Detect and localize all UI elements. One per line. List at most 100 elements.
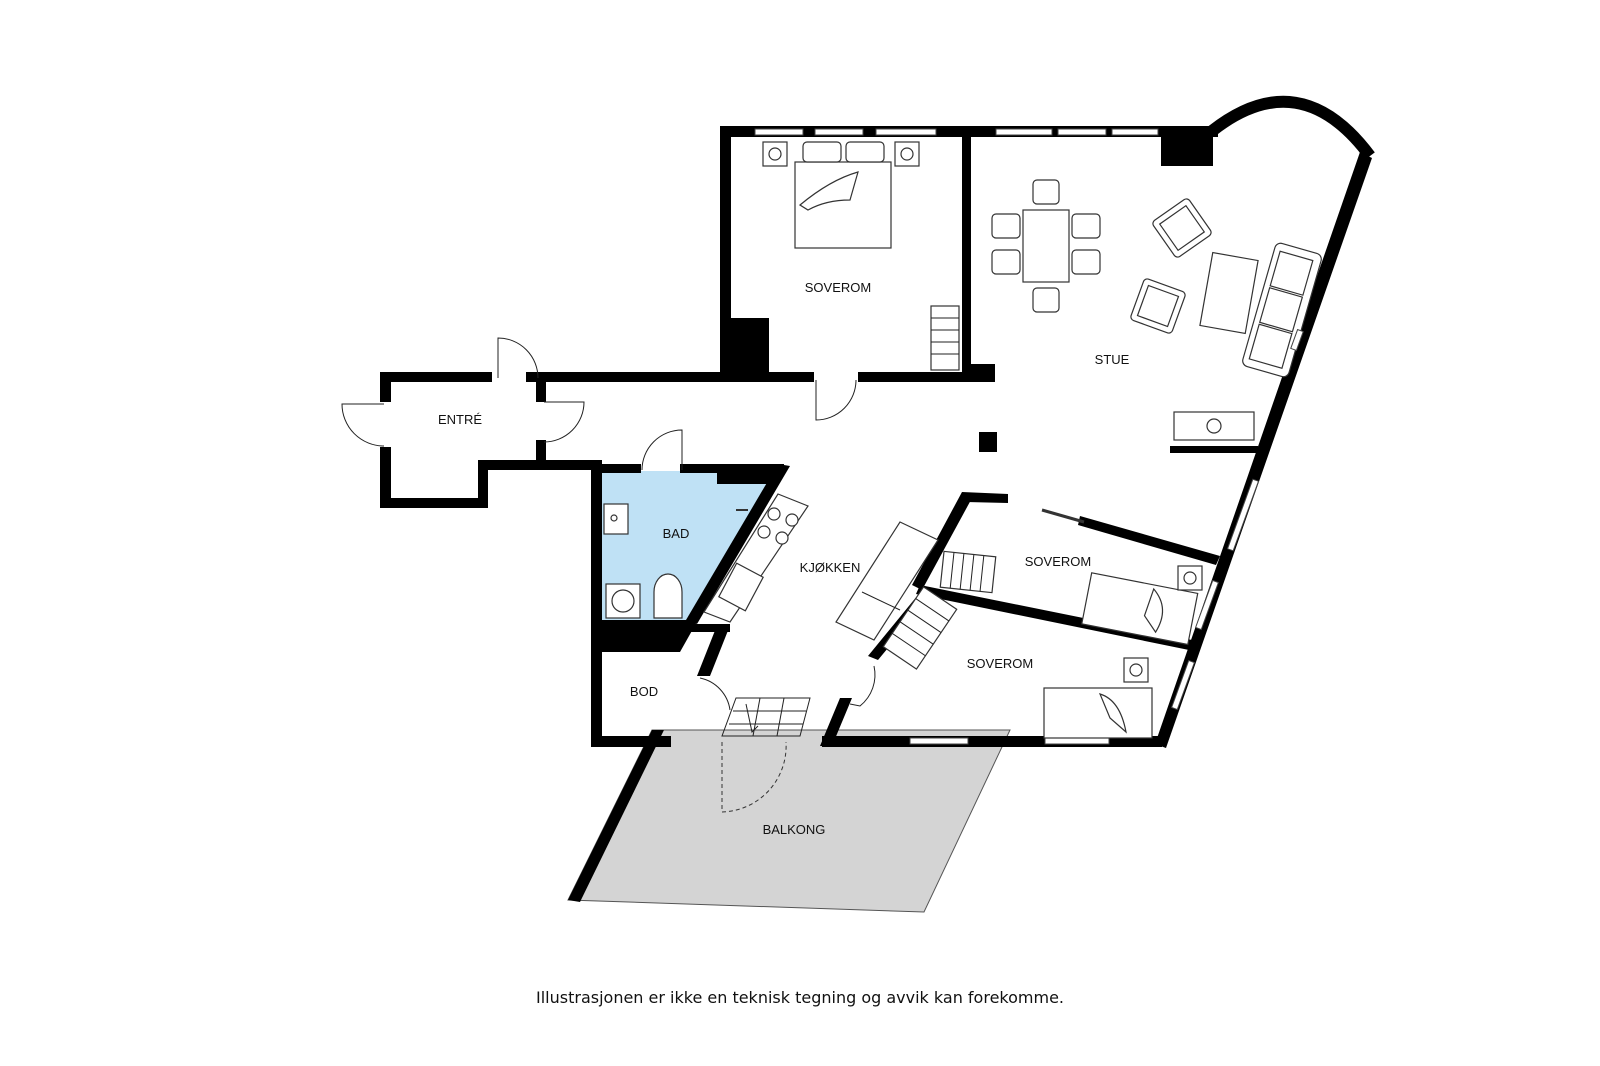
washing-machine-drum-icon [611,589,635,613]
sofa [1242,242,1322,378]
label-soverom-mid: SOVEROM [1025,554,1091,569]
kitchen-sink [718,562,764,612]
wall-kitchen-bottom [820,698,852,746]
wall-bath-left [591,464,602,747]
chair-r2 [1071,249,1101,275]
hob-2-icon [785,513,799,527]
wall-bod-top [680,624,730,632]
bed-sheet-fold [798,171,859,211]
window-2 [814,128,864,136]
label-balkong: BALKONG [763,822,826,837]
wall-corridor-top-b [858,372,992,382]
lamp-low-icon [1129,663,1143,677]
radiator-bedroom [930,305,960,371]
window-right-1 [1290,328,1304,352]
door-entre-right [543,401,585,443]
label-kjokken: KJØKKEN [800,560,861,575]
armchair-1 [1152,198,1212,258]
pillar-1 [731,318,769,374]
wall-entre-left-a [380,372,391,402]
window-1 [754,128,804,136]
label-bod: BOD [630,684,658,699]
toilet [653,573,683,619]
window-right-3 [1194,579,1220,631]
label-soverom-top: SOVEROM [805,280,871,295]
wall-entre-step [478,460,488,508]
armchair-2 [1130,278,1186,334]
balcony-area [567,729,1011,913]
pillar-2 [979,432,997,452]
lamp-left-icon [768,147,782,161]
window-8 [1044,737,1110,745]
door-kitchen-bottom [849,665,876,707]
hob-1-icon [767,507,781,521]
wall-bath-bottom [591,620,698,652]
label-bad: BAD [663,526,690,541]
label-stue: STUE [1095,352,1130,367]
coffee-table [1199,251,1259,335]
wall-entre-right-b [536,440,546,468]
door-entre-top [497,337,539,379]
wall-bedroom-living [962,126,971,372]
hob-3-icon [757,525,771,539]
bed-single-mid [1081,572,1199,646]
window-7 [909,737,969,745]
kitchen-bench [835,521,939,641]
bath-corner-block [717,464,777,484]
door-bath [641,429,683,471]
wall-bay-curve [1208,95,1375,160]
kitchen-bench-line [861,591,901,611]
radiator-midbed [939,550,997,594]
door-bod [699,677,731,711]
pillow-2 [845,141,885,163]
wall-midbed-bottom [916,585,1192,650]
balcony-left-wall [568,730,664,902]
window-5 [1057,128,1107,136]
pillow-1 [802,141,842,163]
window-6 [1111,128,1159,136]
wall-bath-slant [686,464,790,624]
door-balcony [721,741,787,813]
wall-midbed-top-b [1078,516,1220,565]
lamp-mid-icon [1183,571,1197,585]
label-entre: ENTRÉ [438,412,482,427]
bathroom-area [600,471,778,620]
chair-bottom [1032,287,1060,313]
wall-bath-top [591,464,641,473]
wall-corridor-top-a [528,372,814,382]
wall-bottom-b [822,736,1162,747]
chair-top [1032,179,1060,205]
chimney [1161,134,1213,166]
tv-icon [1206,418,1222,434]
chair-l2 [991,249,1021,275]
wall-entre-top-a [380,372,492,382]
chair-r1 [1071,213,1101,239]
bed-single-low [1043,687,1153,739]
window-4 [995,128,1053,136]
window-right-4 [1170,659,1196,711]
lamp-right-icon [900,147,914,161]
wall-entre-right-a [536,372,546,402]
chair-l1 [991,213,1021,239]
stairs [721,697,811,737]
door-bedroom-top [815,379,857,421]
bath-sink-drain-icon [610,514,618,522]
wall-bottom-a [591,736,671,747]
label-soverom-bottom: SOVEROM [967,656,1033,671]
window-right-2 [1226,478,1260,552]
wall-midbed-top-a [962,492,1008,503]
wall-tv-stub [1170,446,1258,453]
window-3 [875,128,937,136]
wall-entre-bottom [380,498,488,508]
disclaimer-text: Illustrasjonen er ikke en teknisk tegnin… [536,988,1064,1007]
bed-low-sheet-fold [1098,693,1127,734]
radiator-lowbed [882,586,958,670]
wall-entre-left-b [380,447,391,507]
wall-bod-right [697,628,729,676]
dining-table [1022,209,1070,283]
door-entre-left [341,403,385,447]
wall-bedroom-left [720,126,731,376]
wall-midbed-left [912,492,972,590]
hob-4-icon [775,531,789,545]
